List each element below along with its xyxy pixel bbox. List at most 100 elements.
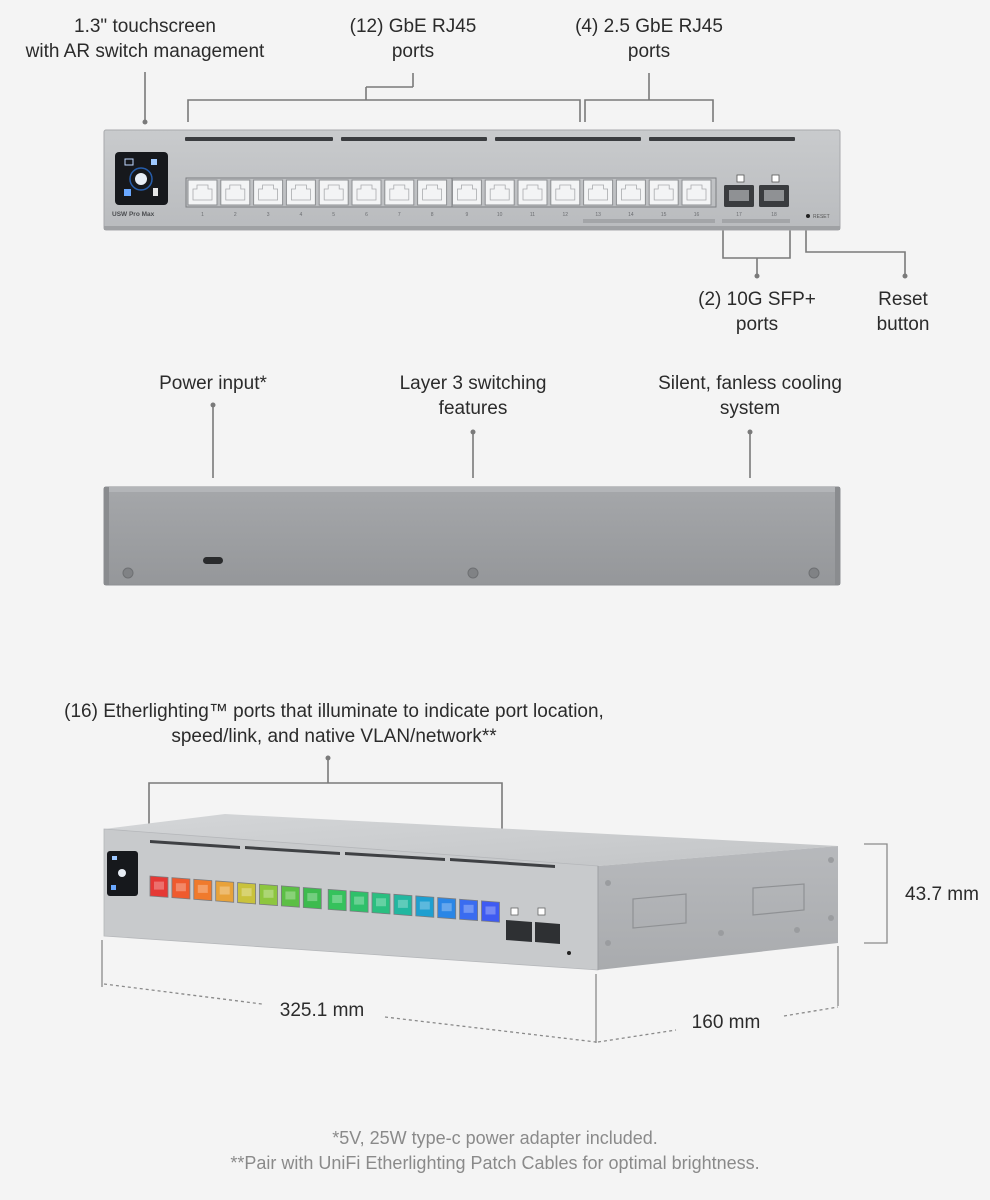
footnote-cables: **Pair with UniFi Etherlighting Patch Ca… — [230, 1153, 760, 1173]
etherlighting-port[interactable] — [302, 887, 322, 910]
dimension-depth: 160 mm — [691, 1012, 761, 1033]
etherlighting-port[interactable] — [393, 893, 413, 917]
callout-layer3-line1: Layer 3 switching — [399, 373, 547, 394]
perspective-view — [101, 755, 888, 1043]
callout-multigig-line1: (4) 2.5 GbE RJ45 — [575, 16, 723, 37]
port-number-label: 3 — [267, 212, 270, 218]
dimension-lines — [101, 843, 888, 1043]
rj45-port-socket — [389, 184, 410, 201]
rj45-port-socket — [686, 184, 707, 201]
rj45-port[interactable] — [318, 179, 349, 206]
callout-touchscreen: 1.3" touchscreen with AR switch manageme… — [26, 14, 265, 64]
port-number-label: 8 — [431, 212, 434, 218]
callout-reset-line2: button — [876, 314, 930, 335]
rj45-port[interactable] — [550, 179, 581, 206]
port-number-label: 6 — [365, 212, 368, 218]
port-number-label: 10 — [497, 212, 503, 218]
etherlighting-port-glow — [332, 894, 343, 903]
rj45-port[interactable] — [517, 179, 548, 206]
sfp-number-label: 17 — [736, 212, 742, 218]
rj45-port-socket — [588, 184, 608, 201]
rj45-port[interactable] — [351, 179, 382, 206]
callout-gbe-ports: (12) GbE RJ45 ports — [350, 14, 477, 64]
rj45-port-socket — [457, 184, 477, 201]
callout-gbe-line2: ports — [391, 41, 435, 62]
etherlighting-port-glow — [307, 893, 318, 902]
etherlighting-port[interactable] — [371, 892, 391, 915]
etherlighting-port[interactable] — [259, 883, 278, 906]
rj45-port-socket — [192, 184, 213, 201]
rj45-port[interactable] — [285, 179, 316, 206]
dimension-width: 325.1 mm — [279, 1000, 365, 1021]
etherlighting-port[interactable] — [193, 878, 213, 902]
port-number-label: 5 — [332, 212, 335, 218]
sfp-number-label: 18 — [771, 212, 777, 218]
port-number-label: 16 — [694, 212, 700, 218]
callout-sfp-ports: (2) 10G SFP+ ports — [698, 287, 816, 337]
rj45-port-socket — [356, 184, 377, 201]
reset-button[interactable] — [806, 214, 810, 218]
port-number-label: 13 — [595, 212, 601, 218]
etherlighting-port-glow — [354, 896, 365, 905]
port-number-label: 12 — [563, 212, 569, 218]
side-face — [598, 846, 838, 970]
rj45-port[interactable] — [417, 179, 448, 206]
callout-etherlighting-line2: speed/link, and native VLAN/network** — [171, 726, 497, 747]
rj45-port[interactable] — [681, 179, 712, 206]
rj45-port-socket — [258, 184, 278, 201]
dimension-height: 43.7 mm — [905, 884, 979, 905]
rj45-port-socket — [621, 184, 641, 201]
port-number-label: 4 — [300, 212, 303, 218]
callout-etherlighting: (16) Etherlighting™ ports that illuminat… — [64, 699, 604, 749]
callout-multigig-line2: ports — [627, 41, 671, 62]
callout-cooling: Silent, fanless cooling system — [658, 371, 842, 421]
rj45-port[interactable] — [648, 179, 679, 206]
callout-sfp-line2: ports — [735, 314, 779, 335]
etherlighting-port[interactable] — [415, 895, 435, 918]
callout-cooling-line1: Silent, fanless cooling — [658, 373, 842, 394]
port-group-frame — [451, 177, 717, 208]
rj45-port-socket — [225, 184, 246, 201]
rj45-port[interactable] — [187, 179, 218, 206]
rj45-port-socket — [291, 184, 311, 201]
etherlighting-port[interactable] — [215, 880, 235, 903]
etherlighting-port[interactable] — [171, 877, 191, 900]
etherlighting-port[interactable] — [237, 882, 257, 905]
etherlighting-port-glow — [463, 904, 474, 913]
rj45-port-socket — [555, 184, 576, 201]
callout-reset-line1: Reset — [878, 289, 928, 310]
rj45-port[interactable] — [384, 179, 415, 206]
etherlighting-port-glow — [441, 903, 452, 912]
callout-etherlighting-line1: (16) Etherlighting™ ports that illuminat… — [64, 701, 604, 722]
rj45-port[interactable] — [220, 179, 251, 206]
footnote-power: *5V, 25W type-c power adapter included. — [332, 1128, 658, 1148]
rj45-port[interactable] — [615, 179, 646, 206]
etherlighting-port-glow — [419, 901, 430, 910]
port-number-label: 14 — [628, 212, 634, 218]
etherlighting-port-glow — [219, 886, 230, 895]
etherlighting-port-glow — [175, 883, 186, 892]
etherlighting-port[interactable] — [327, 888, 347, 912]
etherlighting-port-glow — [376, 898, 386, 907]
etherlighting-port[interactable] — [459, 898, 479, 922]
etherlighting-port[interactable] — [280, 885, 300, 908]
etherlighting-port[interactable] — [437, 897, 457, 920]
rj45-port[interactable] — [253, 179, 284, 206]
rj45-port[interactable] — [583, 179, 614, 206]
etherlighting-port-glow — [285, 891, 296, 900]
etherlighting-port[interactable] — [481, 900, 500, 923]
etherlighting-port[interactable] — [349, 890, 369, 913]
rj45-port-socket — [422, 184, 442, 201]
etherlighting-port-glow — [197, 884, 208, 893]
rear-view — [103, 402, 841, 586]
rj45-port[interactable] — [484, 179, 515, 206]
etherlighting-port-glow — [485, 906, 496, 915]
callout-sfp-line1: (2) 10G SFP+ — [698, 289, 816, 310]
callout-reset: Reset button — [877, 287, 930, 337]
callout-layer3-line2: features — [438, 398, 508, 419]
etherlighting-port[interactable] — [149, 875, 169, 898]
rj45-port[interactable] — [451, 179, 482, 206]
etherlighting-ports — [149, 875, 500, 923]
etherlighting-port-glow — [397, 899, 408, 908]
